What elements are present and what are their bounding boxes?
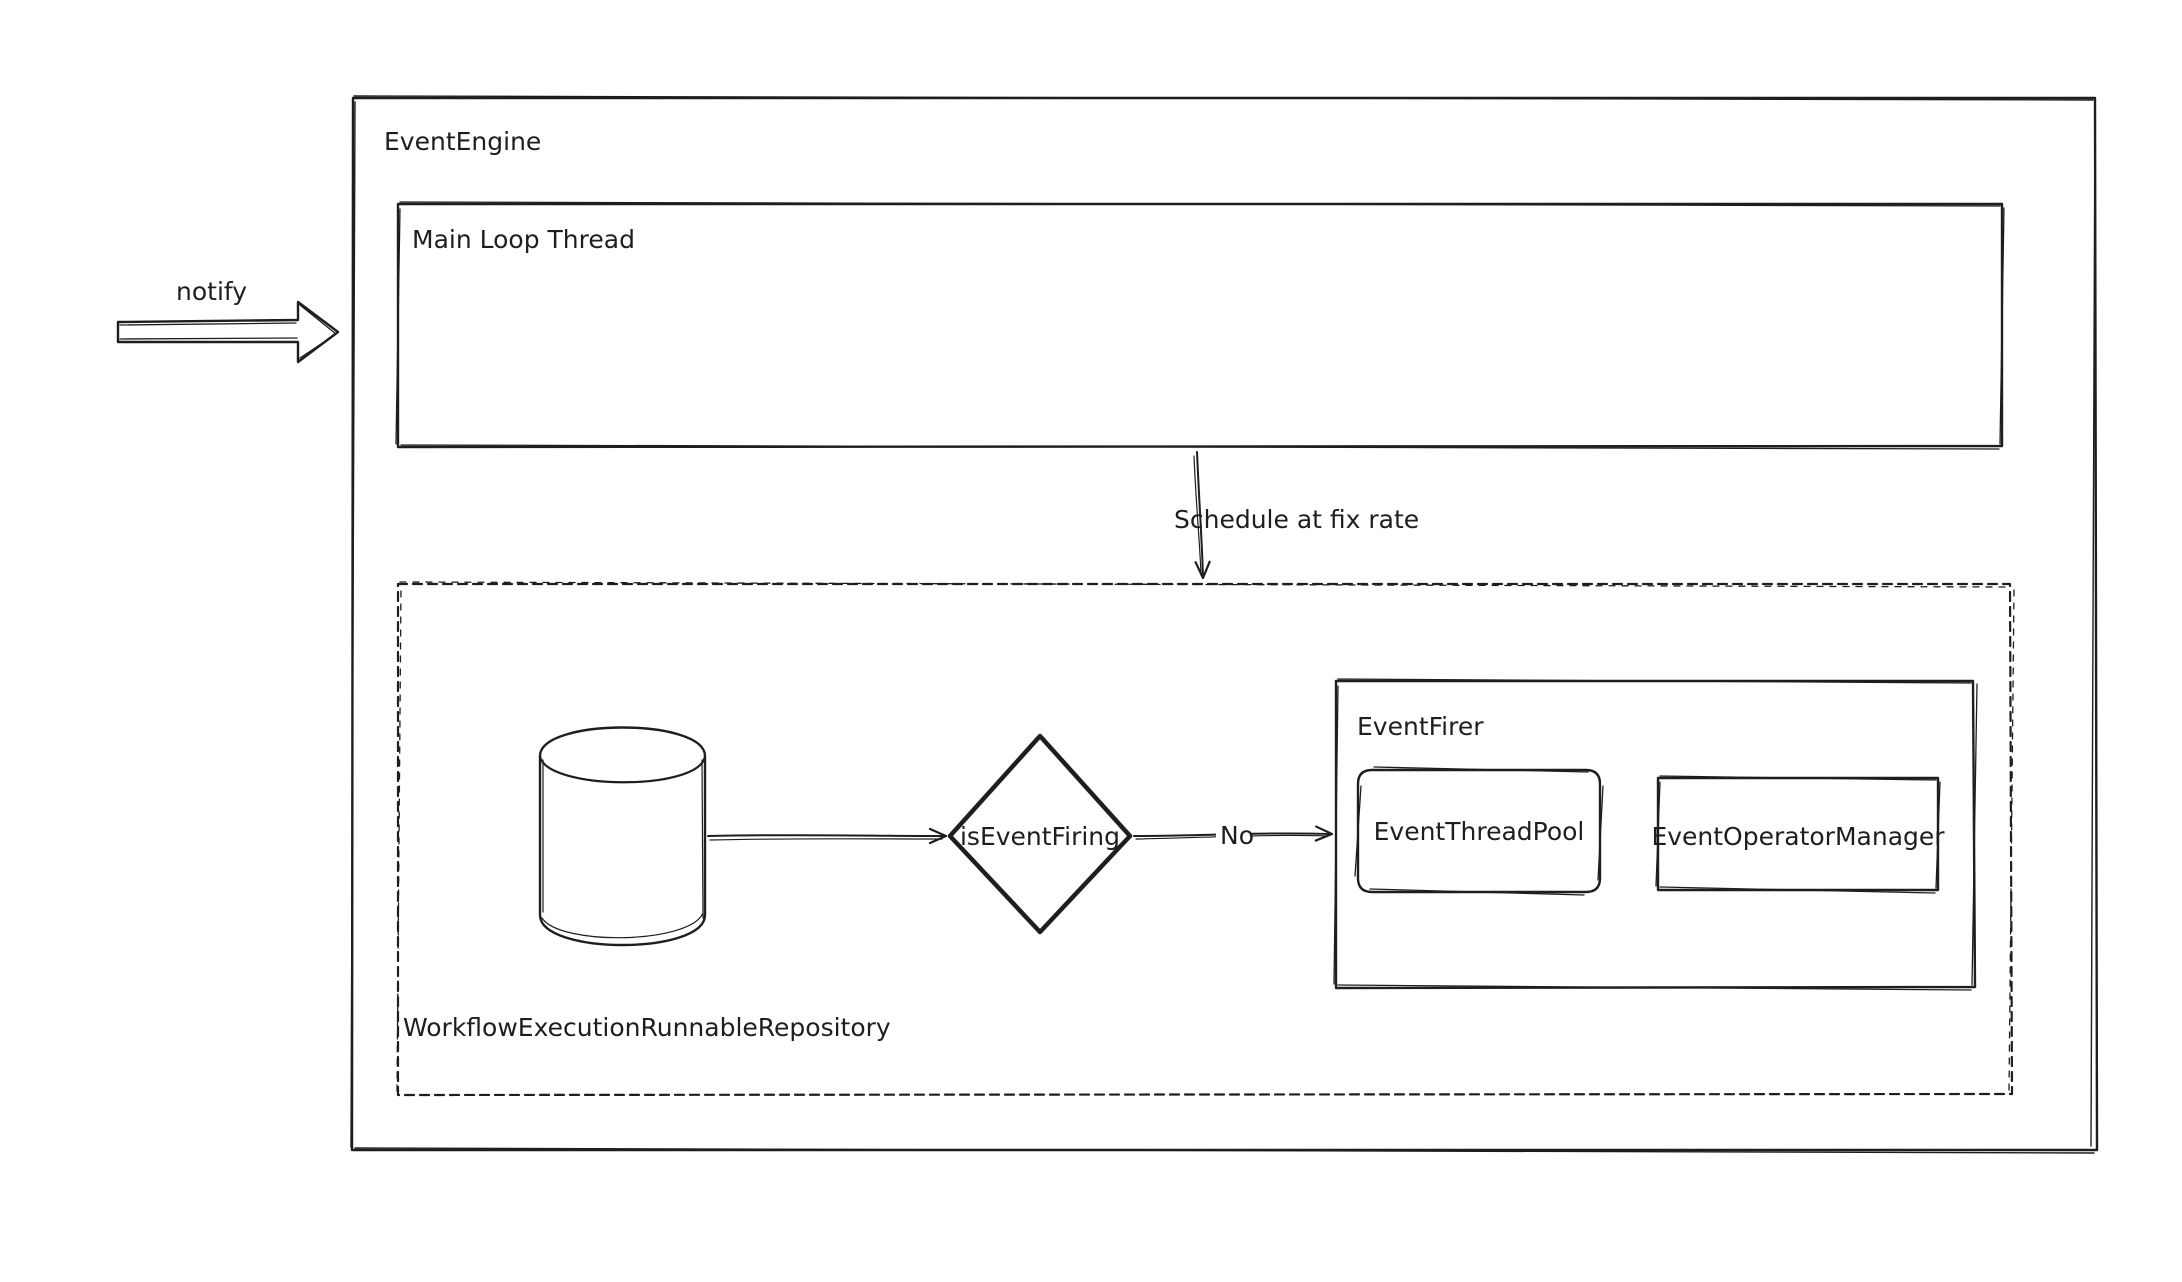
schedule-edge[interactable]: Schedule at fix rate xyxy=(1174,451,1419,580)
is-event-firing-decision[interactable]: isEventFiring xyxy=(947,733,1133,935)
repository-group[interactable]: WorkflowExecutionRunnableRepository xyxy=(396,581,2015,1097)
notify-label: notify xyxy=(176,277,247,306)
decision-label: isEventFiring xyxy=(960,822,1120,851)
event-thread-pool-label: EventThreadPool xyxy=(1374,817,1585,846)
event-operator-manager-label: EventOperatorManager xyxy=(1651,822,1945,851)
event-operator-manager-box[interactable]: EventOperatorManager xyxy=(1651,775,1945,894)
no-label-bg xyxy=(1216,818,1250,848)
repository-label: WorkflowExecutionRunnableRepository xyxy=(403,1013,891,1042)
database-cylinder[interactable] xyxy=(538,726,707,947)
notify-arrow[interactable]: notify xyxy=(116,277,340,364)
event-firer-box[interactable]: EventFirer xyxy=(1333,678,1978,991)
event-engine-label: EventEngine xyxy=(384,127,541,156)
decision-to-firer-edge[interactable]: No xyxy=(1133,818,1334,850)
event-thread-pool-box[interactable]: EventThreadPool xyxy=(1354,766,1604,896)
event-firer-label: EventFirer xyxy=(1357,712,1484,741)
event-engine-box[interactable]: EventEngine xyxy=(350,95,2099,1154)
schedule-edge-label: Schedule at fix rate xyxy=(1174,505,1419,534)
main-loop-thread-box[interactable]: Main Loop Thread xyxy=(395,201,2005,450)
cylinder-to-decision-edge[interactable] xyxy=(707,827,948,845)
decision-edge-label: No xyxy=(1220,821,1254,850)
main-loop-thread-label: Main Loop Thread xyxy=(412,225,635,254)
